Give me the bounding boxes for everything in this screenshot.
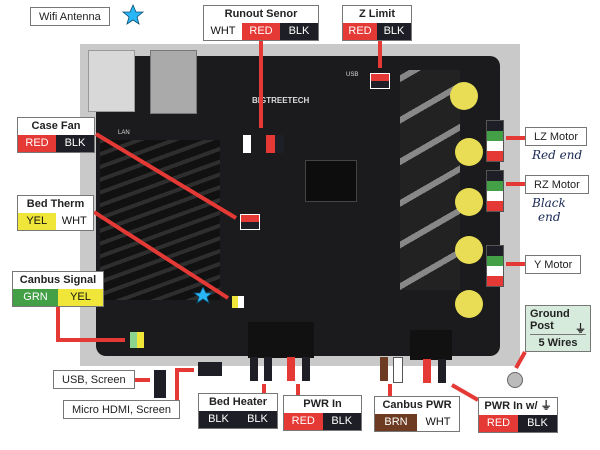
pwr-in-ground-title: PWR In w/ ⏚ (479, 398, 557, 415)
board-brand: BIGTREETECH (252, 96, 310, 105)
wire-wht: WHT (204, 23, 242, 40)
canbus-pwr-title: Canbus PWR (382, 399, 452, 411)
pwr-in-ground-arrow (451, 383, 479, 402)
wire-blk: BLK (56, 135, 94, 152)
canbus-signal-title: Canbus Signal (19, 274, 97, 286)
mcu-chip (305, 160, 357, 202)
wire-yel: YEL (58, 289, 103, 306)
ground-post-label: Ground Post ⏚ 5 Wires (525, 305, 591, 352)
zlimit-marker (370, 73, 390, 89)
wire-blk: BLK (199, 411, 238, 428)
wire-red: RED (479, 415, 518, 432)
terminal-block (248, 322, 314, 358)
wire-wht: WHT (55, 213, 93, 230)
capacitor (455, 138, 483, 166)
ground-title-2: Post (530, 320, 554, 332)
hdmi-arrow (175, 368, 194, 405)
usb-screen-label: USB, Screen (53, 370, 135, 389)
wire-red: RED (18, 135, 56, 152)
wire-red: RED (343, 23, 377, 40)
rz-marker (486, 170, 504, 212)
wire-blk: BLK (280, 23, 318, 40)
wire-wht: WHT (417, 414, 459, 431)
runout-title: Runout Senor (224, 8, 298, 20)
casefan-title: Case Fan (31, 120, 81, 132)
board-wifi-star-icon (192, 286, 214, 304)
capacitor (450, 82, 478, 110)
pwr-in-title: PWR In (303, 398, 342, 410)
wire-blk: BLK (238, 411, 277, 428)
terminal-block (410, 330, 452, 360)
lz-motor-label: LZ Motor (525, 127, 588, 146)
pwr-in-wires (302, 357, 310, 381)
stepper-drivers (400, 70, 460, 290)
pwr-in-ground-wires (438, 359, 446, 383)
bed-heater-title: Bed Heater (208, 396, 268, 408)
wire-blk: BLK (377, 23, 411, 40)
rz-motor-note: end (538, 210, 561, 224)
wire-red: RED (284, 413, 323, 430)
lz-motor-note: Red end (532, 148, 583, 162)
ground-arrow (514, 351, 527, 369)
runout-marker (243, 135, 251, 153)
rz-motor-note: Black (532, 196, 566, 210)
casefan-marker (240, 214, 260, 230)
bedtherm-title: Bed Therm (26, 198, 85, 210)
wifi-antenna-label: Wifi Antenna (30, 7, 110, 26)
lz-marker (486, 120, 504, 162)
y-marker (486, 245, 504, 287)
ethernet-port (88, 50, 135, 112)
wire-red: RED (242, 23, 280, 40)
bed-heater-wires (264, 357, 272, 381)
casefan-arrow (94, 132, 238, 220)
wire-grn: GRN (13, 289, 58, 306)
bedtherm-arrow (92, 210, 230, 300)
usb-marker (154, 370, 166, 398)
ground-icon: ⏚ (540, 400, 552, 412)
wire-blk: BLK (322, 413, 361, 430)
micro-hdmi-label: Micro HDMI, Screen (63, 400, 181, 419)
pwr-in-wires (287, 357, 295, 381)
zlimit-title: Z Limit (358, 8, 396, 20)
board-lan-text: LAN (118, 130, 130, 136)
ground-title: Post ⏚ (530, 320, 586, 335)
canbus-pwr-wires (393, 357, 403, 383)
canbus-marker (130, 332, 144, 348)
capacitor (455, 236, 483, 264)
hdmi-marker (198, 362, 222, 376)
pwr-in-ground-text: PWR In w/ (484, 400, 538, 412)
heatsink (100, 140, 220, 300)
runout-marker (266, 135, 284, 153)
usb-port (150, 50, 197, 114)
wire-brn: BRN (375, 414, 417, 431)
y-motor-label: Y Motor (525, 255, 582, 274)
ground-title: Ground (530, 308, 570, 320)
wire-yel: YEL (18, 213, 56, 230)
bedtherm-marker (232, 296, 244, 308)
rz-motor-label: RZ Motor (525, 175, 589, 194)
pwr-in-ground-wires (423, 359, 431, 383)
ground-wires: 5 Wires (530, 334, 586, 349)
ground-icon: ⏚ (575, 323, 586, 335)
capacitor (455, 290, 483, 318)
canbus-arrow (56, 305, 125, 342)
board-usb-text: USB (346, 72, 359, 78)
canbus-pwr-wires (380, 357, 388, 381)
wifi-star-icon (121, 3, 145, 25)
wire-blk: BLK (518, 415, 557, 432)
capacitor (455, 188, 483, 216)
bed-heater-wires (250, 357, 258, 381)
ground-post (507, 372, 523, 388)
